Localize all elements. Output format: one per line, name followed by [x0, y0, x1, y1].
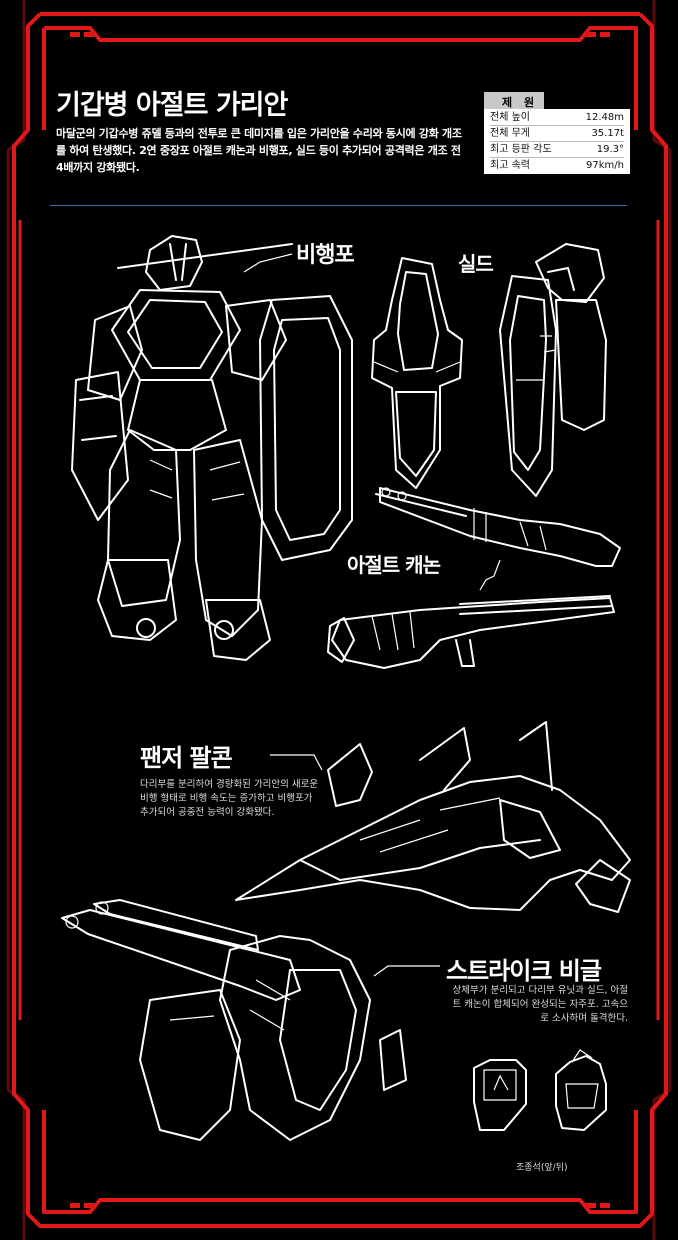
page-title: 기갑병 아절트 가리안: [56, 90, 288, 121]
cockpit-caption: 조종석(앞/뒤): [516, 1163, 568, 1173]
shield-label: 실드: [458, 252, 494, 276]
strike-beagle-label: 스트라이크 비글: [446, 957, 602, 985]
spec-label: 전체 무게: [490, 128, 530, 139]
section-divider: [50, 205, 627, 206]
assault-cannon-label: 아절트 캐논: [347, 553, 441, 577]
beagle-pointer: [373, 965, 440, 977]
spec-value: 19.3°: [596, 144, 624, 155]
assault-cannon-lower-illustration: [327, 595, 615, 669]
spec-row: 전체 무게 35.17t: [490, 126, 624, 142]
spec-header: 제 원: [484, 92, 544, 109]
strike-beagle-illustration: [61, 899, 440, 1141]
spec-rows: 전체 높이 12.48m 전체 무게 35.17t 최고 등판 각도 19.3°…: [484, 109, 630, 174]
spec-label: 최고 등판 각도: [490, 144, 552, 155]
shield-front-illustration: [371, 257, 463, 489]
spec-value: 35.17t: [591, 128, 624, 139]
shield-side-illustration: [499, 243, 607, 497]
flight-pod-label: 비행포: [296, 243, 355, 268]
spec-value: 12.48m: [585, 112, 624, 123]
panzer-falcon-description: 다리부를 분리하여 경량화된 가리안의 새로운 비행 형태로 비행 속도는 증가…: [140, 779, 319, 818]
intro-text: 마달군의 기갑수병 쥬델 등과의 전투로 큰 데미지를 입은 가리안을 수리와 …: [56, 127, 462, 174]
robot-illustration: [71, 235, 353, 661]
assault-cannon-upper-illustration: [375, 487, 621, 591]
flight-pod-pointer: [243, 253, 293, 273]
spec-table: 제 원 전체 높이 12.48m 전체 무게 35.17t 최고 등판 각도 1…: [484, 92, 630, 174]
panzer-falcon-label: 팬저 팔콘: [140, 744, 233, 772]
cockpit-illustration: [473, 1049, 607, 1131]
spec-label: 최고 속력: [490, 160, 530, 171]
spec-row: 전체 높이 12.48m: [490, 110, 624, 126]
spec-label: 전체 높이: [490, 112, 530, 123]
spec-value: 97km/h: [586, 160, 624, 171]
spec-row: 최고 등판 각도 19.3°: [490, 142, 624, 158]
falcon-pointer: [270, 754, 323, 771]
spec-row: 최고 속력 97km/h: [490, 158, 624, 173]
strike-beagle-description: 상체부가 분리되고 다리부 유닛과 실드, 아절트 캐논이 합체되어 완성되는 …: [452, 985, 628, 1024]
panzer-falcon-illustration: [235, 721, 631, 913]
